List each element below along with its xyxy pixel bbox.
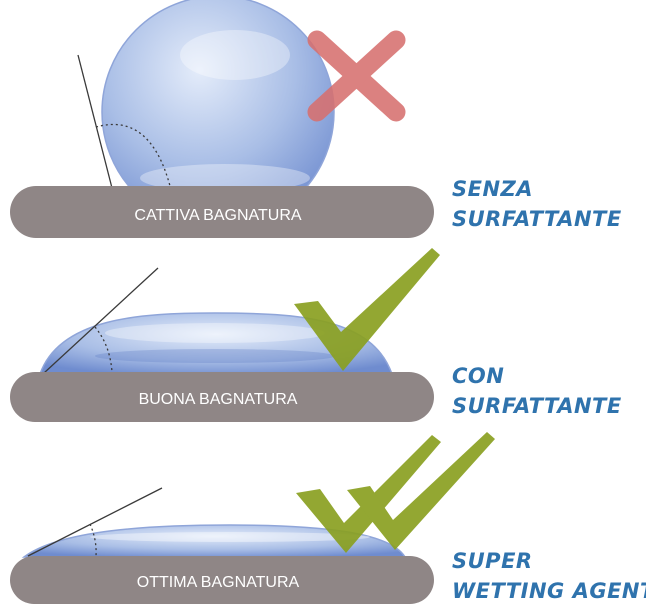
substrate-plate (10, 372, 434, 422)
plate-label: CATTIVA BAGNATURA (134, 207, 301, 224)
plate-label: OTTIMA BAGNATURA (137, 574, 300, 591)
label-line: SURFATTANTE (452, 207, 622, 231)
check-icon (294, 248, 440, 371)
label-line: WETTING AGENT (452, 579, 646, 603)
substrate-plate (10, 186, 434, 238)
condition-label-no-surfactant: SENZA SURFATTANTE (452, 174, 622, 234)
plate-label: BUONA BAGNATURA (139, 391, 298, 408)
contact-angle-line (77, 54, 113, 189)
contact-angle-line (27, 487, 163, 557)
double-check-icon (296, 432, 495, 553)
row-excellent-wetting: OTTIMA BAGNATURA (10, 432, 495, 604)
contact-angle-line (43, 267, 159, 374)
condition-label-super-wetting: SUPER WETTING AGENT (452, 546, 646, 606)
label-line: CON (452, 364, 505, 388)
condition-label-with-surfactant: CON SURFATTANTE (452, 361, 622, 421)
contact-angle-arc (89, 523, 97, 557)
label-line: SUPER (452, 549, 533, 573)
row-poor-wetting: CATTIVA BAGNATURA (10, 0, 434, 238)
droplet-base-reflection (140, 164, 310, 192)
label-line: SENZA (452, 177, 534, 201)
water-droplet-flat (21, 524, 407, 558)
contact-angle-arc (95, 123, 171, 187)
cross-icon (307, 30, 406, 122)
droplet-inner-shadow (95, 349, 335, 363)
substrate-plate (10, 556, 434, 604)
row-good-wetting: BUONA BAGNATURA (10, 248, 440, 422)
droplet-highlight (180, 30, 290, 80)
droplet-highlight (105, 323, 325, 343)
droplet-highlight (90, 532, 370, 542)
label-line: SURFATTANTE (452, 394, 622, 418)
